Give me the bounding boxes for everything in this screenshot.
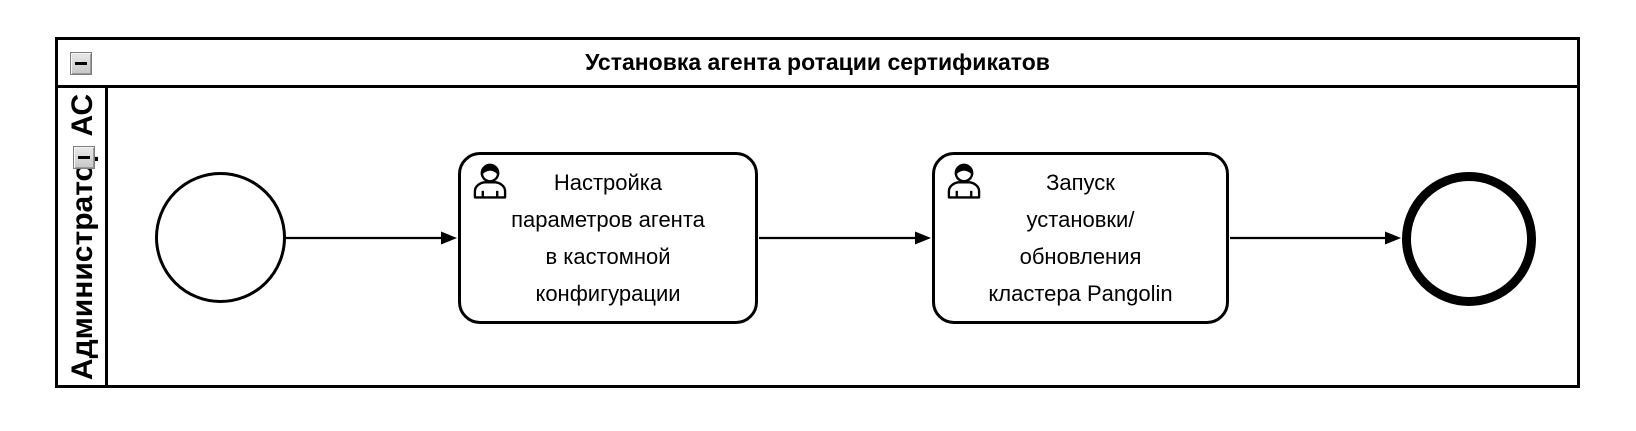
lane-label: Администратор АС (66, 93, 99, 381)
task-configure-agent[interactable]: Настройка параметров агента в кастомной … (458, 152, 758, 324)
process-pool: Установка агента ротации сертификатов Ад… (55, 37, 1580, 388)
pool-header: Установка агента ротации сертификатов (58, 40, 1577, 88)
minus-icon (75, 62, 87, 65)
lane-label-column: Администратор АС (58, 88, 108, 385)
user-icon (947, 163, 981, 199)
task-run-install[interactable]: Запуск установки/ обновления кластера Pa… (932, 152, 1229, 324)
start-event[interactable] (155, 172, 286, 303)
task-label: Запуск установки/ обновления кластера Pa… (988, 170, 1173, 306)
pool-collapse-button[interactable] (70, 52, 92, 75)
minus-icon (78, 156, 90, 159)
end-event[interactable] (1402, 172, 1536, 306)
lane-collapse-button[interactable] (73, 146, 95, 169)
task-label: Настройка параметров агента в кастомной … (511, 170, 705, 306)
user-icon (473, 163, 507, 199)
lane: Администратор АС (58, 88, 1577, 385)
pool-title: Установка агента ротации сертификатов (585, 49, 1050, 75)
